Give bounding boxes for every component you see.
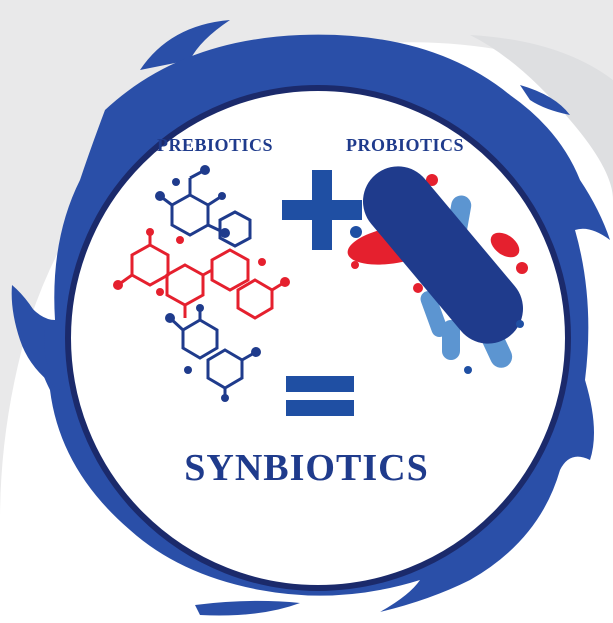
- gray-swoosh-right: [470, 35, 613, 200]
- plus-sign: [282, 170, 362, 250]
- probiotics-label: PROBIOTICS: [346, 135, 465, 155]
- bacteria-icon: [347, 166, 528, 374]
- equals-sign: [286, 376, 354, 416]
- molecule-icon: [113, 165, 290, 402]
- synbiotics-label: SYNBIOTICS: [184, 447, 429, 489]
- prebiotics-label: PREBIOTICS: [157, 135, 274, 155]
